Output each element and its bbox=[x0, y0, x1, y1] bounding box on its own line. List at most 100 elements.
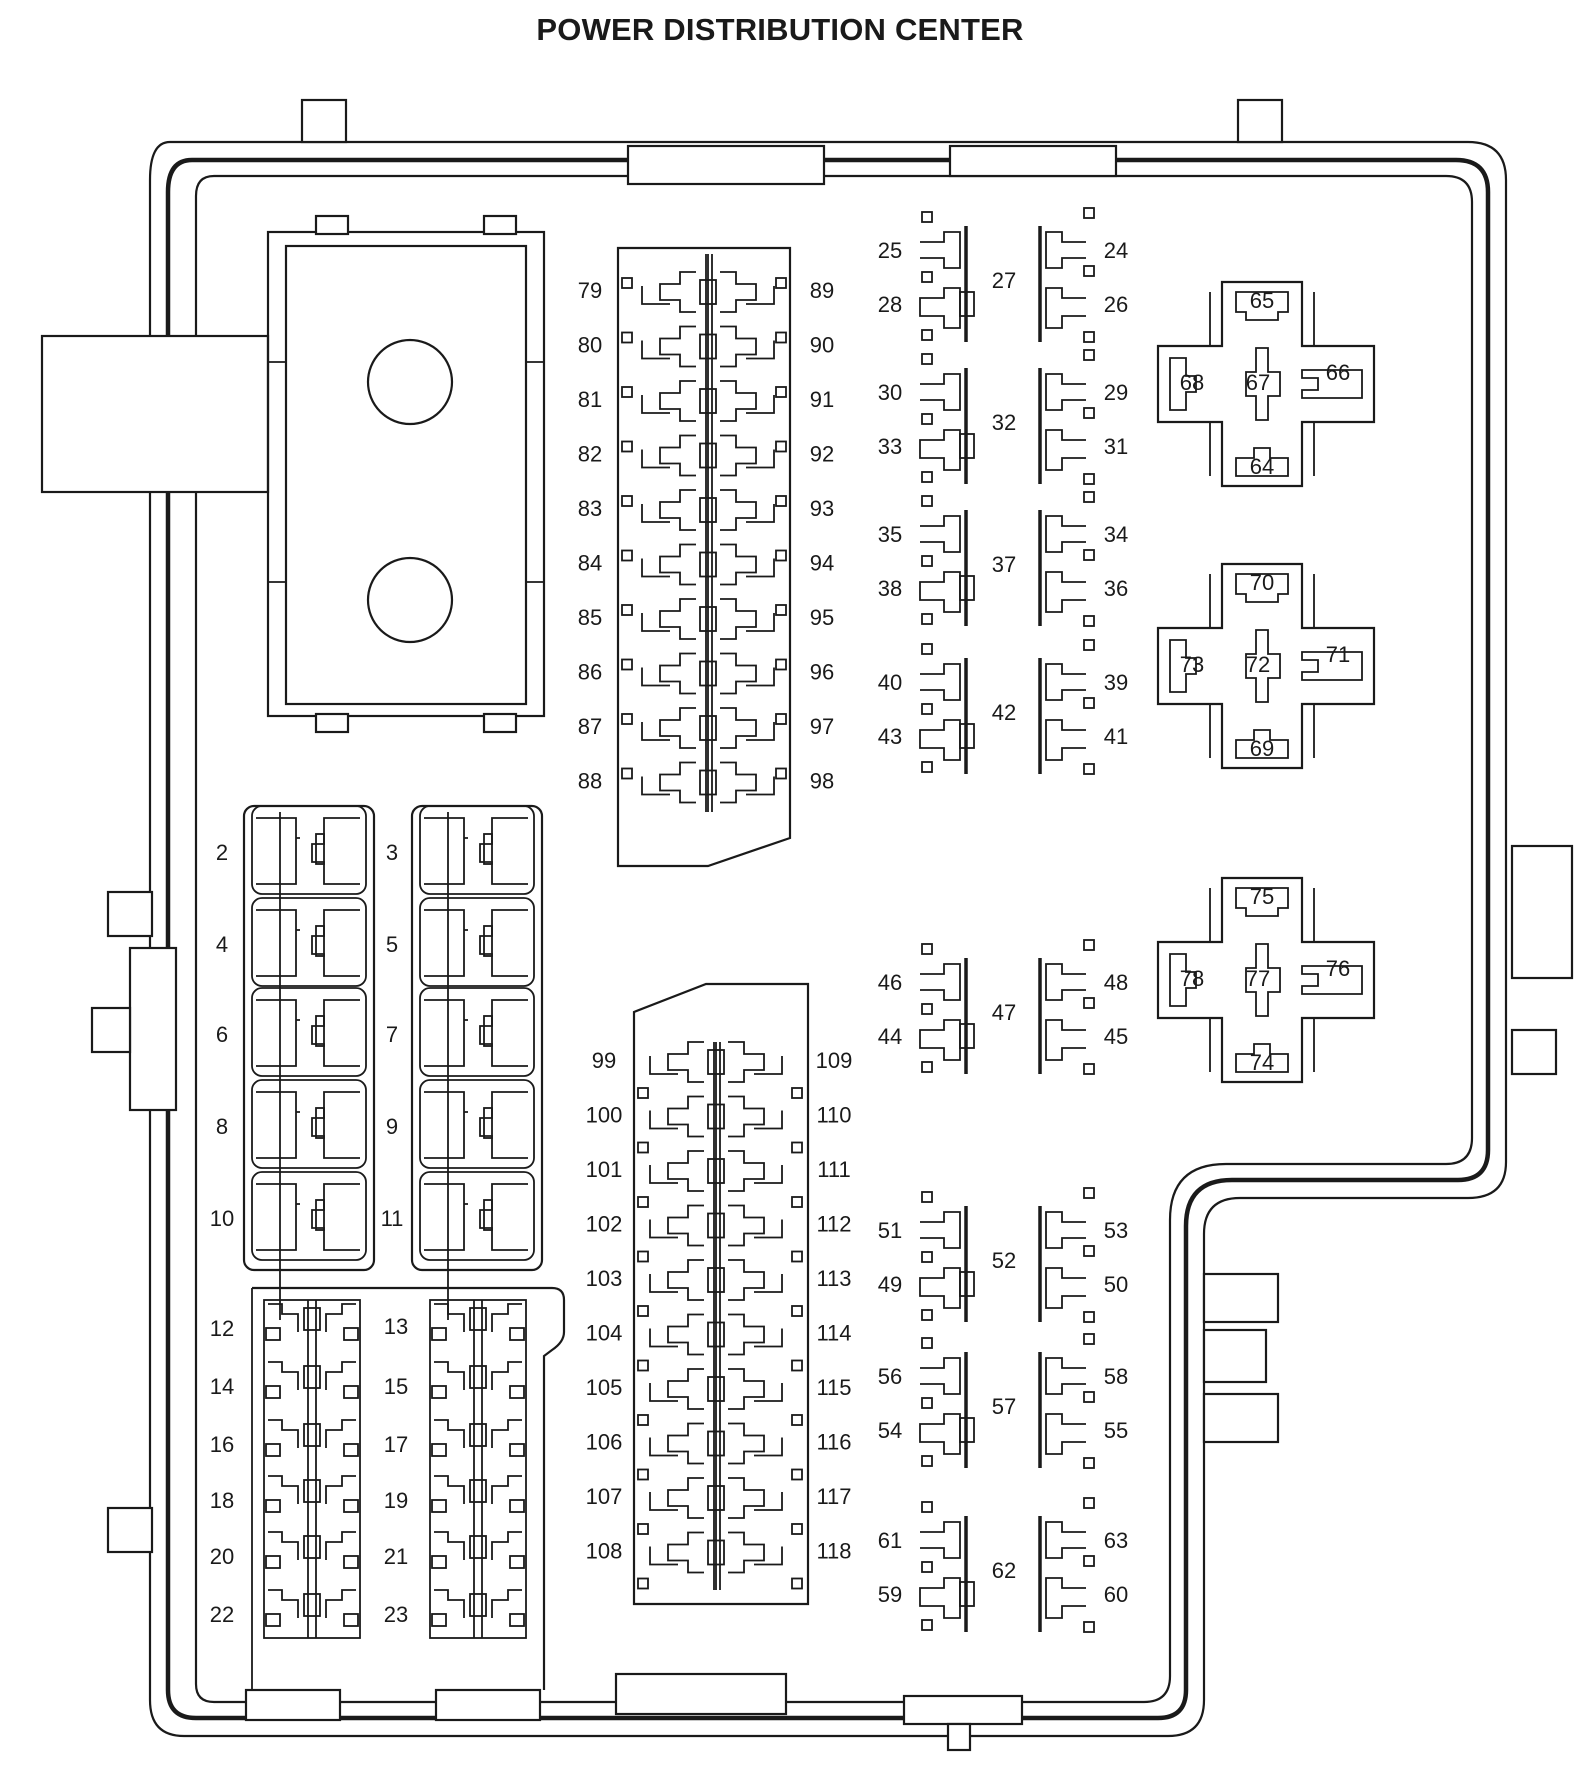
relay-label: 27 bbox=[992, 268, 1016, 293]
relay-label: 51 bbox=[878, 1218, 902, 1243]
fuse-slot bbox=[621, 652, 787, 695]
fuse-label: 86 bbox=[578, 659, 602, 684]
relay-label: 57 bbox=[992, 1394, 1016, 1419]
fuse-slot bbox=[637, 1095, 803, 1154]
fuse-slot bbox=[637, 1313, 803, 1372]
fuse-label: 99 bbox=[592, 1048, 616, 1073]
relay-label: 48 bbox=[1104, 970, 1128, 995]
fuse-label: 3 bbox=[386, 840, 398, 865]
fuse-cavity bbox=[419, 897, 535, 987]
fuse-slot bbox=[621, 489, 787, 531]
fuse-label: 89 bbox=[810, 278, 834, 303]
fuse-label: 105 bbox=[586, 1375, 623, 1400]
fuse-label: 90 bbox=[810, 332, 834, 357]
relay-label: 61 bbox=[878, 1528, 902, 1553]
diagram-title: POWER DISTRIBUTION CENTER bbox=[536, 12, 1024, 47]
relay-label: 70 bbox=[1250, 570, 1274, 595]
fuse-label: 97 bbox=[810, 714, 834, 739]
fuse-label: 98 bbox=[810, 768, 834, 793]
relay-label: 28 bbox=[878, 292, 902, 317]
relay-label: 39 bbox=[1104, 670, 1128, 695]
relay-label: 69 bbox=[1250, 736, 1274, 761]
relay-label: 34 bbox=[1104, 522, 1128, 547]
mini-fuse-cavity bbox=[265, 1419, 359, 1457]
fuse-label: 103 bbox=[586, 1266, 623, 1291]
relay-label: 44 bbox=[878, 1024, 902, 1049]
relay-label: 49 bbox=[878, 1272, 902, 1297]
fuse-slot bbox=[621, 271, 787, 313]
fuse-label: 107 bbox=[586, 1484, 623, 1509]
fuse-label: 106 bbox=[586, 1429, 623, 1454]
fuse-label: 81 bbox=[578, 387, 602, 412]
fuse-label: 82 bbox=[578, 441, 602, 466]
fuse-label: 104 bbox=[586, 1320, 623, 1345]
fuse-label: 16 bbox=[210, 1432, 234, 1457]
fuse-label: 12 bbox=[210, 1316, 234, 1341]
relay-label: 72 bbox=[1246, 652, 1270, 677]
fuse-cavity bbox=[419, 1079, 535, 1169]
relay-label: 60 bbox=[1104, 1582, 1128, 1607]
relay-label: 68 bbox=[1180, 370, 1204, 395]
fuse-slot bbox=[637, 1259, 803, 1317]
relay-label: 71 bbox=[1326, 642, 1350, 667]
relay-label: 46 bbox=[878, 970, 902, 995]
relay-label: 67 bbox=[1246, 370, 1270, 395]
relay-label: 54 bbox=[878, 1418, 902, 1443]
relay-label: 36 bbox=[1104, 576, 1128, 601]
fuse-slot bbox=[621, 434, 787, 477]
cartridge-block bbox=[266, 214, 546, 734]
relay-label: 53 bbox=[1104, 1218, 1128, 1243]
mini-fuse-cavity bbox=[265, 1531, 359, 1569]
stud-hole-bottom bbox=[366, 556, 454, 644]
mini-fuse-cavity bbox=[431, 1475, 525, 1513]
relay-label: 66 bbox=[1326, 360, 1350, 385]
fuse-label: 11 bbox=[381, 1206, 404, 1231]
fuse-label: 118 bbox=[816, 1538, 851, 1563]
mini-fuse-cavity bbox=[431, 1589, 525, 1627]
fuse-slot bbox=[621, 325, 787, 368]
fuse-label: 101 bbox=[586, 1157, 623, 1182]
fuse-label: 13 bbox=[384, 1314, 408, 1339]
fuse-slot bbox=[637, 1204, 803, 1263]
relay-label: 32 bbox=[992, 410, 1016, 435]
fuse-label: 2 bbox=[216, 840, 228, 865]
fuse-slot bbox=[637, 1531, 803, 1590]
fuse-label: 96 bbox=[810, 659, 834, 684]
fuse-slot bbox=[621, 761, 787, 804]
small-relay-area: 2528272426303332293135383734364043423941… bbox=[878, 207, 1128, 1633]
relay-label: 73 bbox=[1180, 652, 1204, 677]
relay-label: 38 bbox=[878, 576, 902, 601]
fuse-label: 21 bbox=[384, 1544, 408, 1569]
relay-label: 62 bbox=[992, 1558, 1016, 1583]
fuse-label: 14 bbox=[210, 1374, 234, 1399]
fuse-label: 116 bbox=[816, 1429, 851, 1454]
fuse-label: 10 bbox=[210, 1206, 234, 1231]
iso-relay: 70 69 73 71 72 bbox=[1156, 562, 1376, 770]
fuse-slot bbox=[621, 707, 787, 749]
mini-fuse-cavity bbox=[431, 1419, 525, 1457]
fuse-label: 112 bbox=[816, 1211, 851, 1236]
fuse-label: 111 bbox=[817, 1157, 850, 1182]
fuse-slot bbox=[637, 1041, 803, 1099]
fuse-label: 115 bbox=[816, 1375, 851, 1400]
relay-label: 65 bbox=[1250, 288, 1274, 313]
relay-label: 45 bbox=[1104, 1024, 1128, 1049]
fuse-label: 7 bbox=[386, 1022, 398, 1047]
relay-label: 26 bbox=[1104, 292, 1128, 317]
fuse-label: 20 bbox=[210, 1544, 234, 1569]
relay-label: 55 bbox=[1104, 1418, 1128, 1443]
fuse-label: 114 bbox=[816, 1320, 851, 1345]
relay-label: 52 bbox=[992, 1248, 1016, 1273]
relay-label: 43 bbox=[878, 724, 902, 749]
relay-label: 25 bbox=[878, 238, 902, 263]
fuse-label: 79 bbox=[578, 278, 602, 303]
fuse-cavity bbox=[251, 1171, 367, 1261]
